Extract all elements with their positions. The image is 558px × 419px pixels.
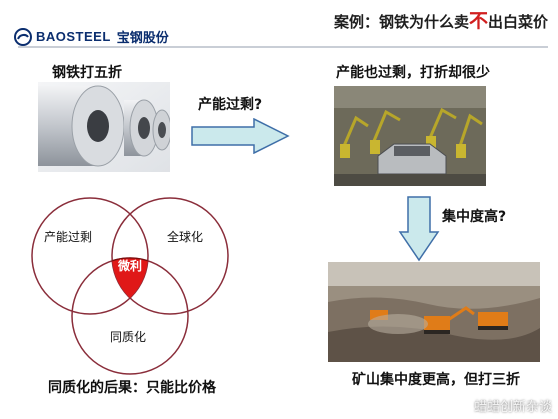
venn-label-overcapacity: 产能过剩: [44, 230, 93, 244]
title-emphasis: 不: [468, 10, 488, 32]
steel-discount-label: 钢铁打五折: [52, 65, 122, 81]
baosteel-logo: BAOSTEEL 宝钢股份: [14, 27, 169, 46]
down-arrow-icon: [398, 196, 440, 262]
steel-coils-photo: [38, 82, 170, 172]
baosteel-emblem-icon: [14, 27, 32, 46]
watermark: 蜡蜡创新杂谈: [454, 396, 552, 415]
venn-circle-overcapacity: [31, 197, 149, 315]
overcapacity-low-discount-label: 产能也过剩，打折却很少: [336, 65, 490, 81]
venn-label-homogenization: 同质化: [110, 330, 147, 344]
right-arrow-icon: [191, 118, 290, 154]
venn-diagram: [31, 197, 229, 375]
concentration-question: 集中度高?: [442, 209, 507, 225]
page-title: 案例：钢铁为什么卖不出白菜价: [334, 6, 548, 33]
logo-text-en: BAOSTEEL: [36, 29, 111, 44]
venn-label-globalization: 全球化: [167, 230, 204, 244]
slide-header: BAOSTEEL 宝钢股份 案例：钢铁为什么卖不出白菜价: [0, 0, 558, 50]
overcapacity-question: 产能过剩?: [198, 97, 263, 113]
wechat-icon: [454, 400, 470, 412]
mining-concentration-label: 矿山集中度更高，但打三折: [352, 372, 520, 388]
venn-circle-globalization: [111, 197, 229, 315]
venn-label-center: 微利: [118, 259, 143, 273]
mining-excavator-photo: [328, 262, 540, 362]
venn-center-region: [112, 257, 148, 314]
car-factory-photo: [334, 86, 486, 186]
watermark-text: 蜡蜡创新杂谈: [473, 400, 552, 415]
logo-text-cn: 宝钢股份: [116, 31, 169, 46]
title-suffix: 出白菜价: [487, 13, 548, 31]
title-prefix: 案例：钢铁为什么卖: [333, 13, 469, 31]
header-divider: [18, 46, 548, 48]
homogenization-result-label: 同质化的后果：只能比价格: [48, 380, 216, 396]
